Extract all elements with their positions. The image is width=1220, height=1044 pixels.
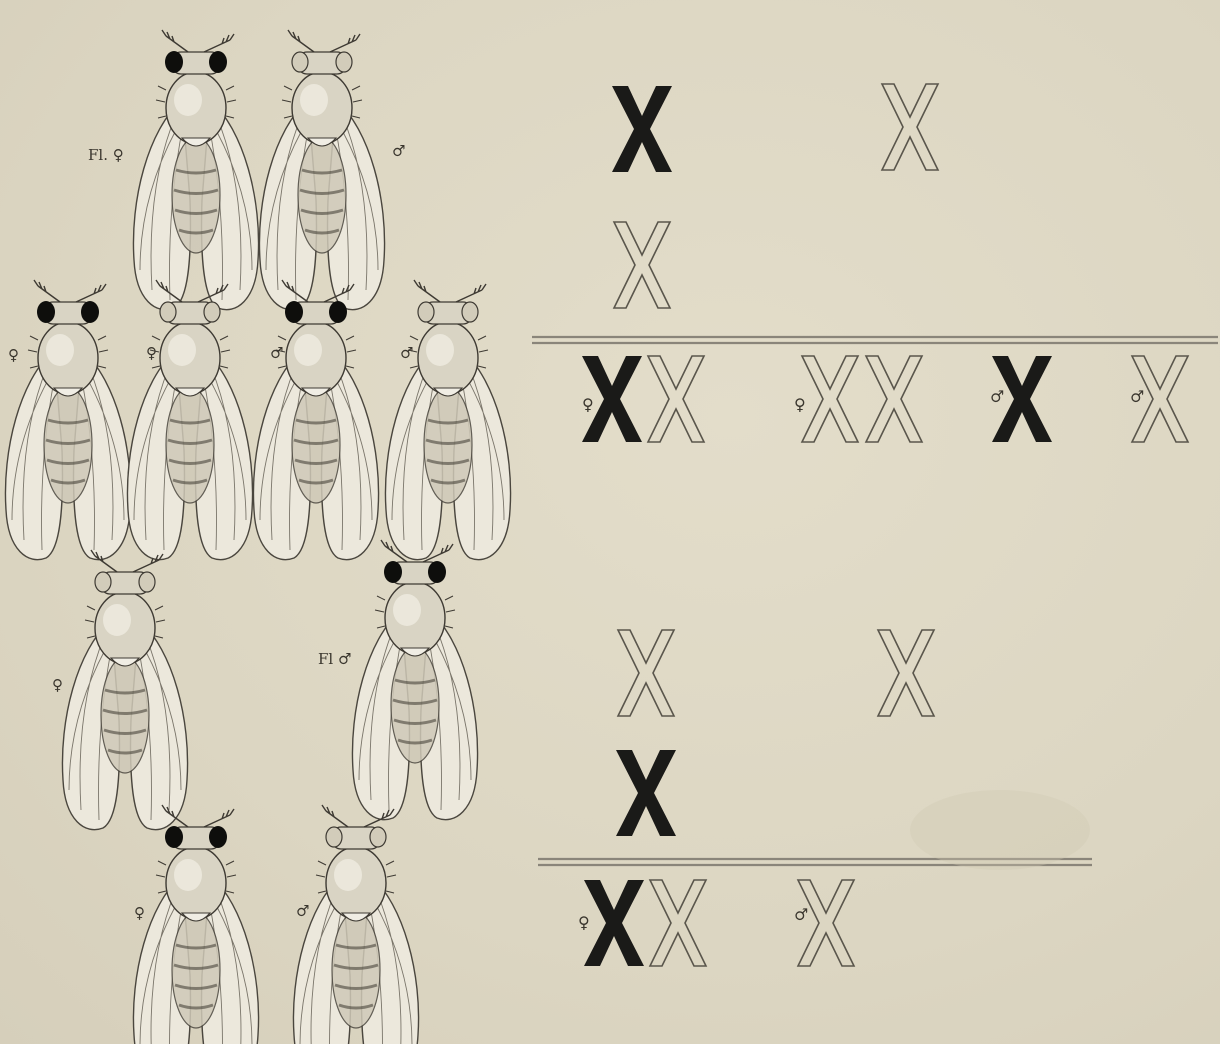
x-chromosome-outline	[866, 356, 922, 442]
fly-sex-label: ♂	[296, 902, 309, 920]
sex-symbol-label: ♂	[1130, 387, 1144, 406]
fly-cross2-parents-2	[352, 540, 477, 820]
fly-f1-4	[385, 280, 510, 560]
fly-cross2-offspring-1	[133, 805, 258, 1044]
sex-symbol-label: ♀	[582, 395, 594, 414]
x-chromosome-outline	[618, 630, 674, 716]
x-chromosome-outline	[878, 630, 934, 716]
fly-sex-label: Fl. ♀	[88, 146, 124, 164]
cross-two-diagram: ♀♂	[578, 630, 934, 966]
sex-symbol-label: ♂	[990, 387, 1004, 406]
fly-f1-2	[127, 280, 252, 560]
fly-sex-label: ♂	[392, 142, 405, 160]
fly-f1-1	[5, 280, 130, 560]
fly-sex-label: ♀	[8, 346, 19, 364]
x-chromosome-outline	[648, 356, 704, 442]
fly-sex-label: ♂	[270, 344, 283, 362]
fly-sex-label: ♀	[52, 676, 63, 694]
sex-symbol-label: ♀	[794, 395, 806, 414]
fly-sex-label: ♀	[134, 904, 145, 922]
x-chromosome-solid	[612, 86, 672, 172]
fly-sex-label: ♂	[400, 344, 413, 362]
x-chromosome-outline	[650, 880, 706, 966]
paper-stain	[910, 790, 1090, 870]
sex-symbol-label: ♂	[794, 905, 808, 924]
fly-illustrations: Fl. ♀ ♂ ♀ ♀ ♂ ♂ ♀ Fl ♂ ♀ ♂	[5, 30, 510, 1044]
x-chromosome-solid	[584, 880, 644, 966]
x-chromosome-outline	[614, 222, 670, 308]
fly-cross2-parents-1	[62, 550, 187, 830]
fly-parents-1	[133, 30, 258, 310]
x-chromosome-solid	[616, 750, 676, 836]
fly-cross2-offspring-2	[293, 805, 418, 1044]
cross-one-divider	[532, 337, 1218, 343]
sex-symbol-label: ♀	[578, 913, 590, 932]
fly-f1-3	[253, 280, 378, 560]
fly-sex-label: ♀	[146, 344, 157, 362]
fly-sex-label: Fl ♂	[318, 650, 351, 668]
fly-parents-2	[259, 30, 384, 310]
x-chromosome-outline	[802, 356, 858, 442]
cross-one-diagram: ♀ ♀ ♂ ♂	[582, 84, 1188, 442]
x-chromosome-outline	[882, 84, 938, 170]
